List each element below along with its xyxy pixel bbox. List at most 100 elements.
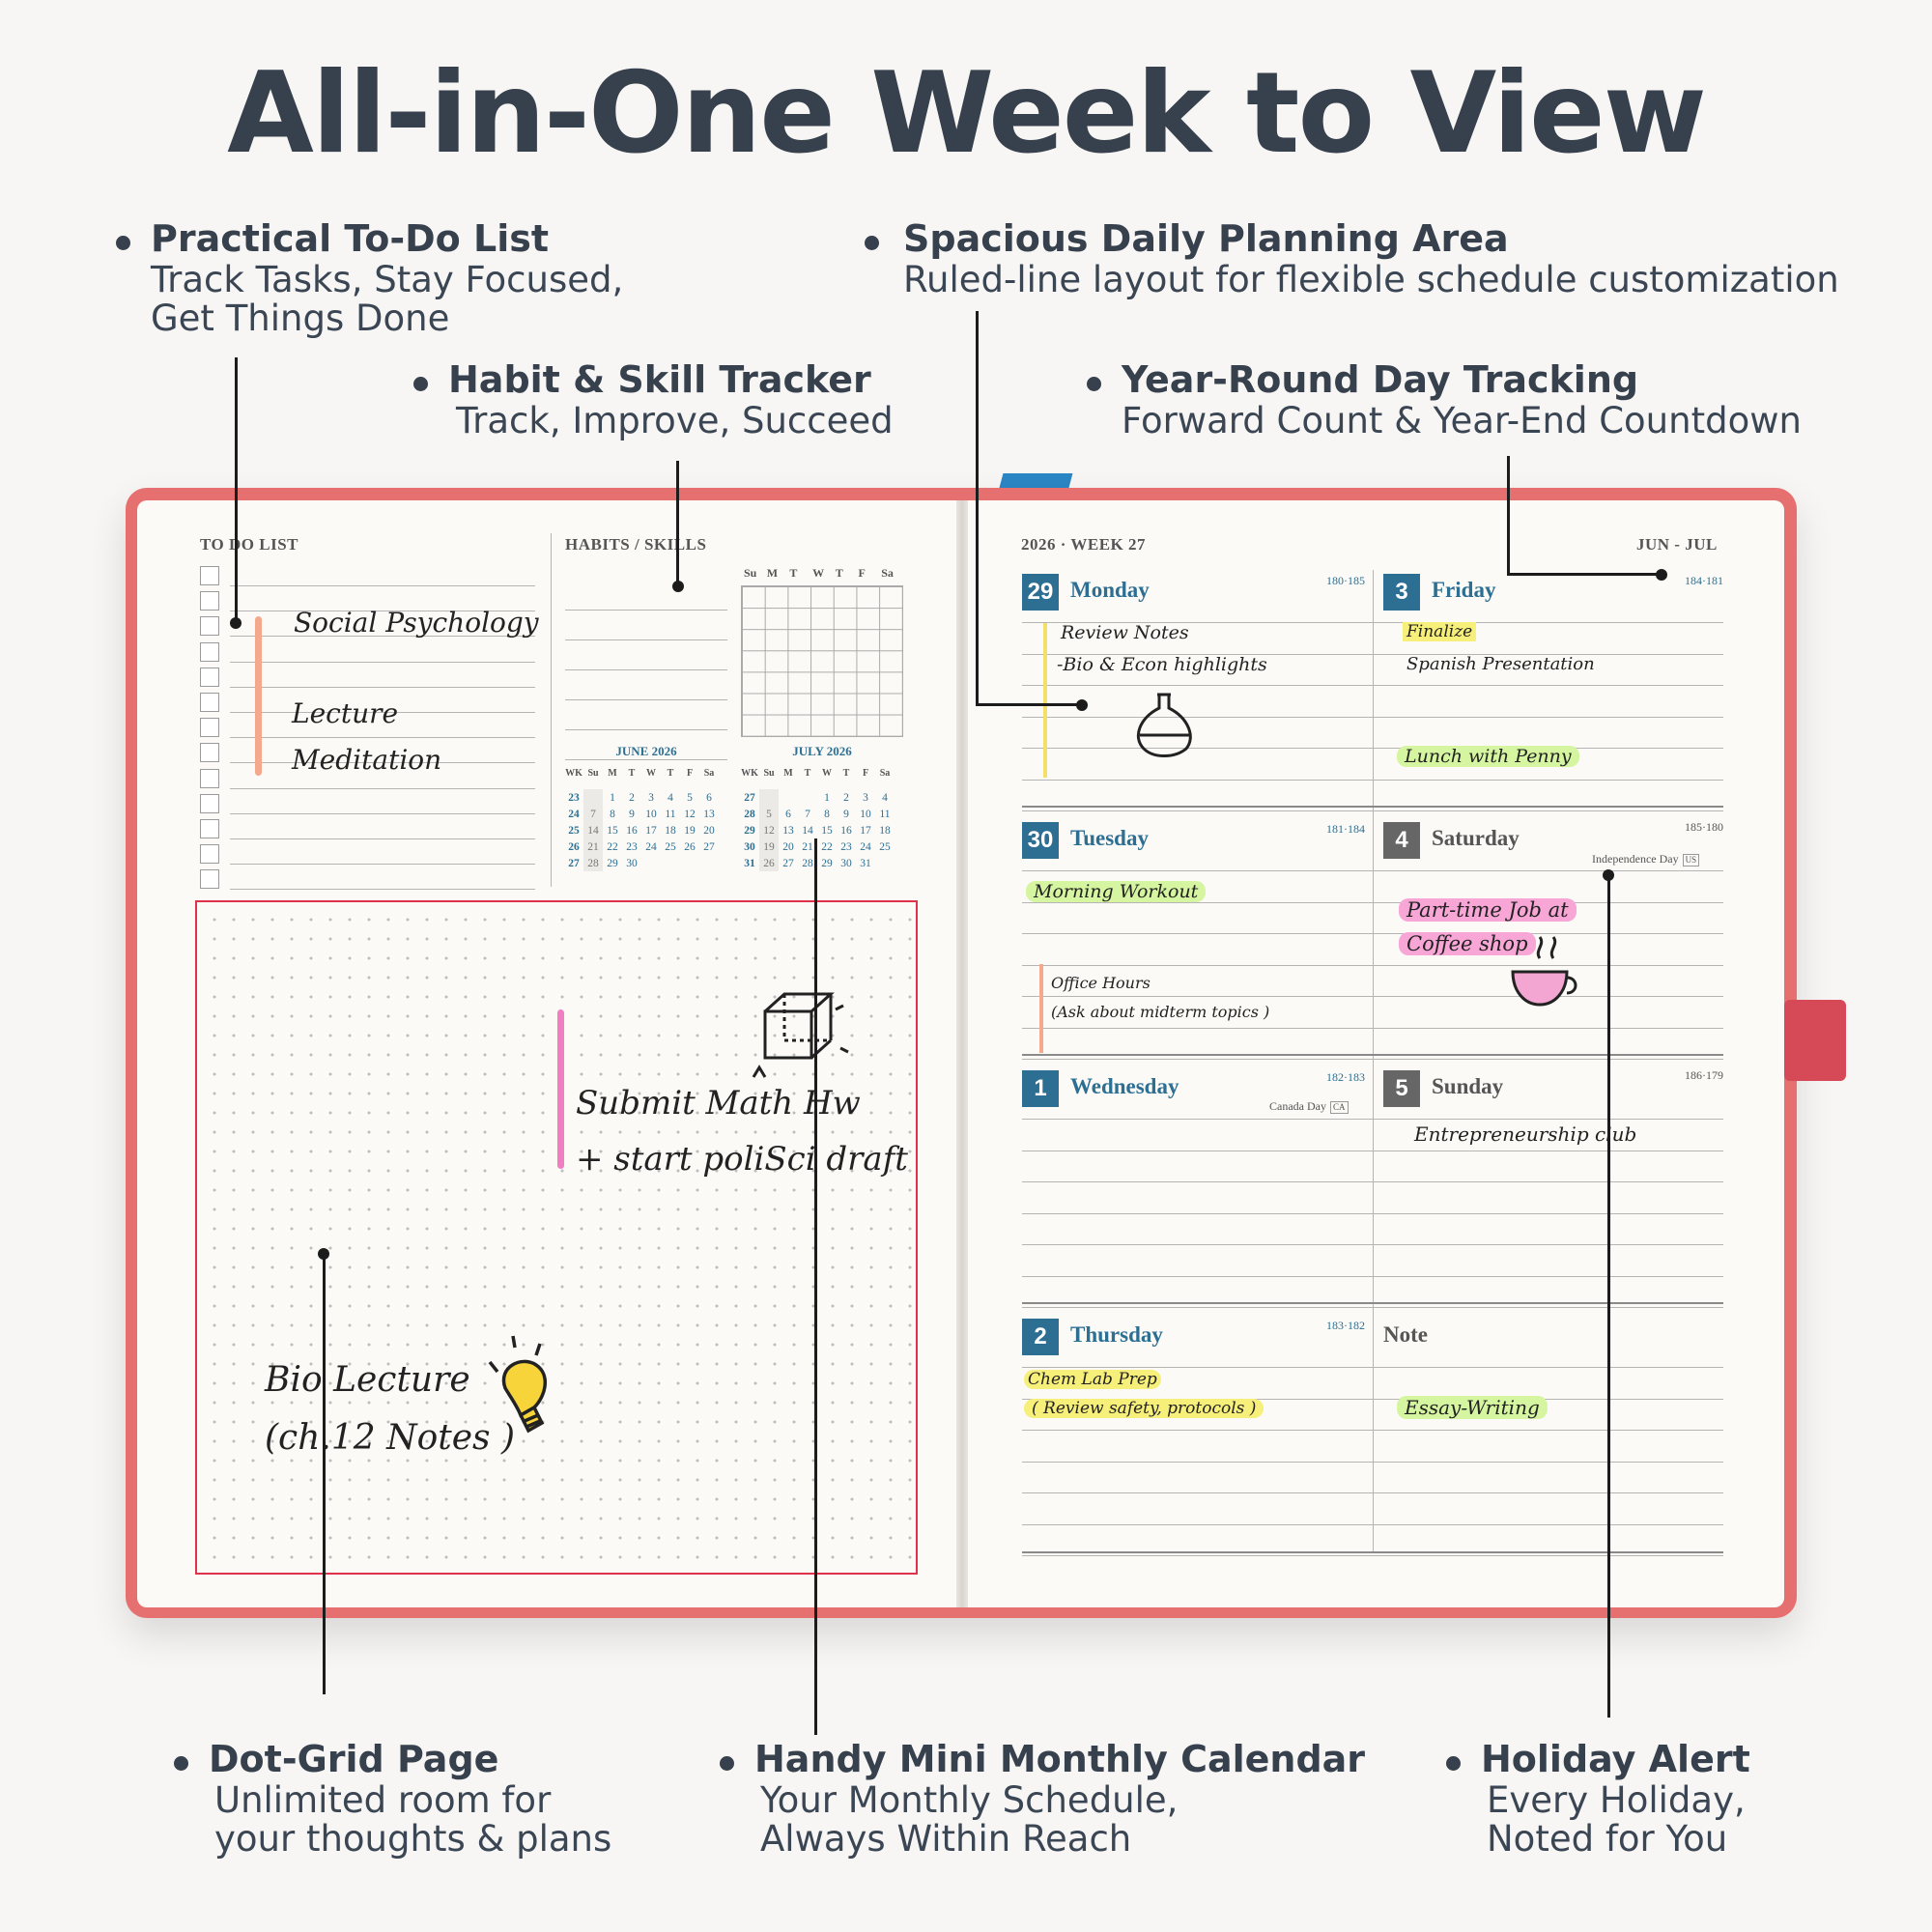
day-name: Tuesday xyxy=(1070,826,1149,850)
day-count: 182·183 xyxy=(1326,1070,1365,1084)
calendar-day: 13 xyxy=(782,824,794,837)
callout-year: Year-Round Day Tracking Forward Count & … xyxy=(1087,358,1802,440)
calendar-day: 24 xyxy=(645,840,657,853)
calendar-day: 1 xyxy=(824,791,830,804)
todo-rule xyxy=(230,585,535,586)
calendar-day xyxy=(699,855,719,871)
calendar-day: 8 xyxy=(610,808,615,820)
todo-checkbox[interactable] xyxy=(200,768,219,788)
day-note: Spanish Presentation xyxy=(1406,654,1595,674)
day-saturday: 4 Saturday 185·180 xyxy=(1383,820,1723,859)
calendar-weekday: M xyxy=(608,768,617,779)
calendar-day: 29 xyxy=(607,857,618,869)
tracker-day-label: F xyxy=(858,566,866,580)
todo-rule xyxy=(230,889,535,891)
ruled-line xyxy=(1022,1367,1723,1368)
bullet-icon xyxy=(413,377,428,391)
calendar-caption: JUNE 2026 xyxy=(615,744,677,758)
todo-checkbox[interactable] xyxy=(200,819,219,838)
todo-checkbox[interactable] xyxy=(200,591,219,611)
calendar-weekday: T xyxy=(842,768,850,779)
todo-checkbox[interactable] xyxy=(200,616,219,637)
calendar-day: 28 xyxy=(583,855,603,871)
callout-heading: Habit & Skill Tracker xyxy=(448,358,871,401)
calendar-day: 23 xyxy=(626,840,638,853)
calendar-day: 26 xyxy=(684,840,696,853)
calendar-weekday: W xyxy=(646,768,656,779)
calendar-day: 14 xyxy=(802,824,813,837)
day-number: 4 xyxy=(1383,822,1420,859)
highlight-bar xyxy=(255,616,262,776)
todo-checkbox[interactable] xyxy=(200,667,219,687)
callout-text: Always Within Reach xyxy=(760,1818,1132,1861)
week-label: 2026 · WEEK 27 xyxy=(1021,535,1147,554)
todo-checkbox[interactable] xyxy=(200,641,219,662)
callout-text: Every Holiday, xyxy=(1487,1778,1746,1821)
ruled-line xyxy=(1022,685,1723,686)
callout-text: Get Things Done xyxy=(151,298,450,340)
todo-rule xyxy=(230,812,535,814)
flask-doodle-icon xyxy=(1137,693,1192,757)
todo-label: TO DO LIST xyxy=(200,535,299,554)
calendar-day xyxy=(798,789,817,806)
ruled-line xyxy=(1022,1212,1723,1214)
ruled-line xyxy=(1022,716,1723,718)
calendar-week-number: 25 xyxy=(568,824,580,837)
ruled-line xyxy=(1022,1430,1723,1431)
ruled-line xyxy=(1022,810,1723,811)
todo-rule xyxy=(230,762,535,764)
calendar-day: 8 xyxy=(824,808,830,820)
highlight-bar xyxy=(557,1009,564,1169)
calendar-day: 26 xyxy=(759,855,779,871)
ruled-line xyxy=(1022,1555,1723,1556)
calendar-day xyxy=(641,855,661,871)
todo-checkbox[interactable] xyxy=(200,869,219,890)
day-tuesday: 30 Tuesday 181·184 xyxy=(1022,822,1365,859)
ruled-line xyxy=(1022,1027,1723,1029)
calendar-day: 15 xyxy=(607,824,618,837)
day-note: Review Notes xyxy=(1061,622,1189,643)
tracker-day-label: Su xyxy=(744,566,757,580)
callout-heading: Dot-Grid Page xyxy=(209,1738,499,1780)
note-label: Note xyxy=(1383,1322,1428,1347)
todo-checkbox[interactable] xyxy=(200,566,219,585)
calendar-day: 29 xyxy=(821,857,833,869)
todo-checkbox[interactable] xyxy=(200,793,219,813)
calendar-caption: JULY 2026 xyxy=(792,744,852,758)
todo-rule xyxy=(230,737,535,739)
day-number: 30 xyxy=(1022,822,1059,859)
todo-item: Lecture xyxy=(292,697,399,729)
day-thursday: 2 Thursday 183·182 xyxy=(1022,1319,1365,1355)
todo-checkbox[interactable] xyxy=(200,718,219,738)
dot-note: + start poliSci draft xyxy=(576,1140,908,1179)
callout-heading: Holiday Alert xyxy=(1481,1738,1750,1780)
cube-doodle-icon xyxy=(752,992,849,1078)
day-name: Sunday xyxy=(1432,1074,1504,1098)
page-title: All-in-One Week to View xyxy=(227,48,1707,179)
calendar-weekday: F xyxy=(862,768,869,779)
calendar-day: 18 xyxy=(879,824,891,837)
calendar-day xyxy=(661,855,680,871)
book-spine xyxy=(956,500,968,1607)
day-count: 183·182 xyxy=(1326,1319,1365,1332)
todo-checkbox[interactable] xyxy=(200,743,219,763)
ruled-line xyxy=(1022,933,1723,934)
todo-checkbox[interactable] xyxy=(200,844,219,865)
callout-heading: Year-Round Day Tracking xyxy=(1122,358,1639,401)
calendar-weekday: WK xyxy=(565,768,582,779)
calendar-day: 21 xyxy=(583,838,603,855)
day-number: 3 xyxy=(1383,574,1420,611)
calendar-day: 15 xyxy=(821,824,833,837)
calendar-week-number: 24 xyxy=(568,808,580,820)
calendar-day: 6 xyxy=(785,808,791,820)
day-name: Monday xyxy=(1070,578,1150,602)
bullet-icon xyxy=(1087,377,1101,391)
calendar-day: 4 xyxy=(882,791,888,804)
todo-checkbox[interactable] xyxy=(200,693,219,712)
habit-rule xyxy=(565,669,727,670)
todo-item: Social Psychology xyxy=(294,607,539,639)
ruled-line xyxy=(1022,1461,1723,1463)
holiday-tag: CA xyxy=(1329,1101,1349,1114)
